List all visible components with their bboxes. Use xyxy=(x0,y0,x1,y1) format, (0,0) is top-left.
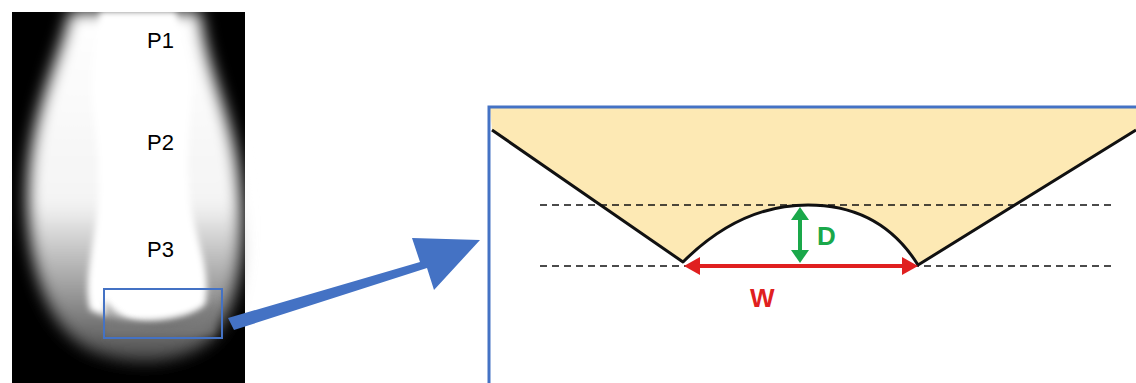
width-arrowhead xyxy=(902,257,918,275)
bone-outline xyxy=(492,130,1136,265)
dashed-line xyxy=(540,265,1113,267)
part-name: P2 xyxy=(147,132,174,154)
part-name: P1 xyxy=(147,30,174,52)
dimension-label: W xyxy=(750,285,775,311)
width-arrowhead xyxy=(684,257,700,275)
phalanx-bones xyxy=(88,12,207,321)
zoom-frame xyxy=(489,107,1136,383)
bone-region xyxy=(490,108,1136,265)
depth-arrowhead xyxy=(791,207,809,220)
hoof-soft-tissue xyxy=(28,12,242,361)
depth-arrowhead xyxy=(791,250,809,263)
xray-background xyxy=(12,12,245,383)
depth-arrow xyxy=(798,216,802,254)
part-name: P3 xyxy=(147,239,174,261)
width-arrow xyxy=(698,264,904,268)
zoom-arrow xyxy=(228,238,480,330)
region-box xyxy=(104,289,222,338)
hoof-sole xyxy=(105,300,215,335)
dimension-label: D xyxy=(817,223,836,249)
dashed-line xyxy=(540,204,1113,206)
